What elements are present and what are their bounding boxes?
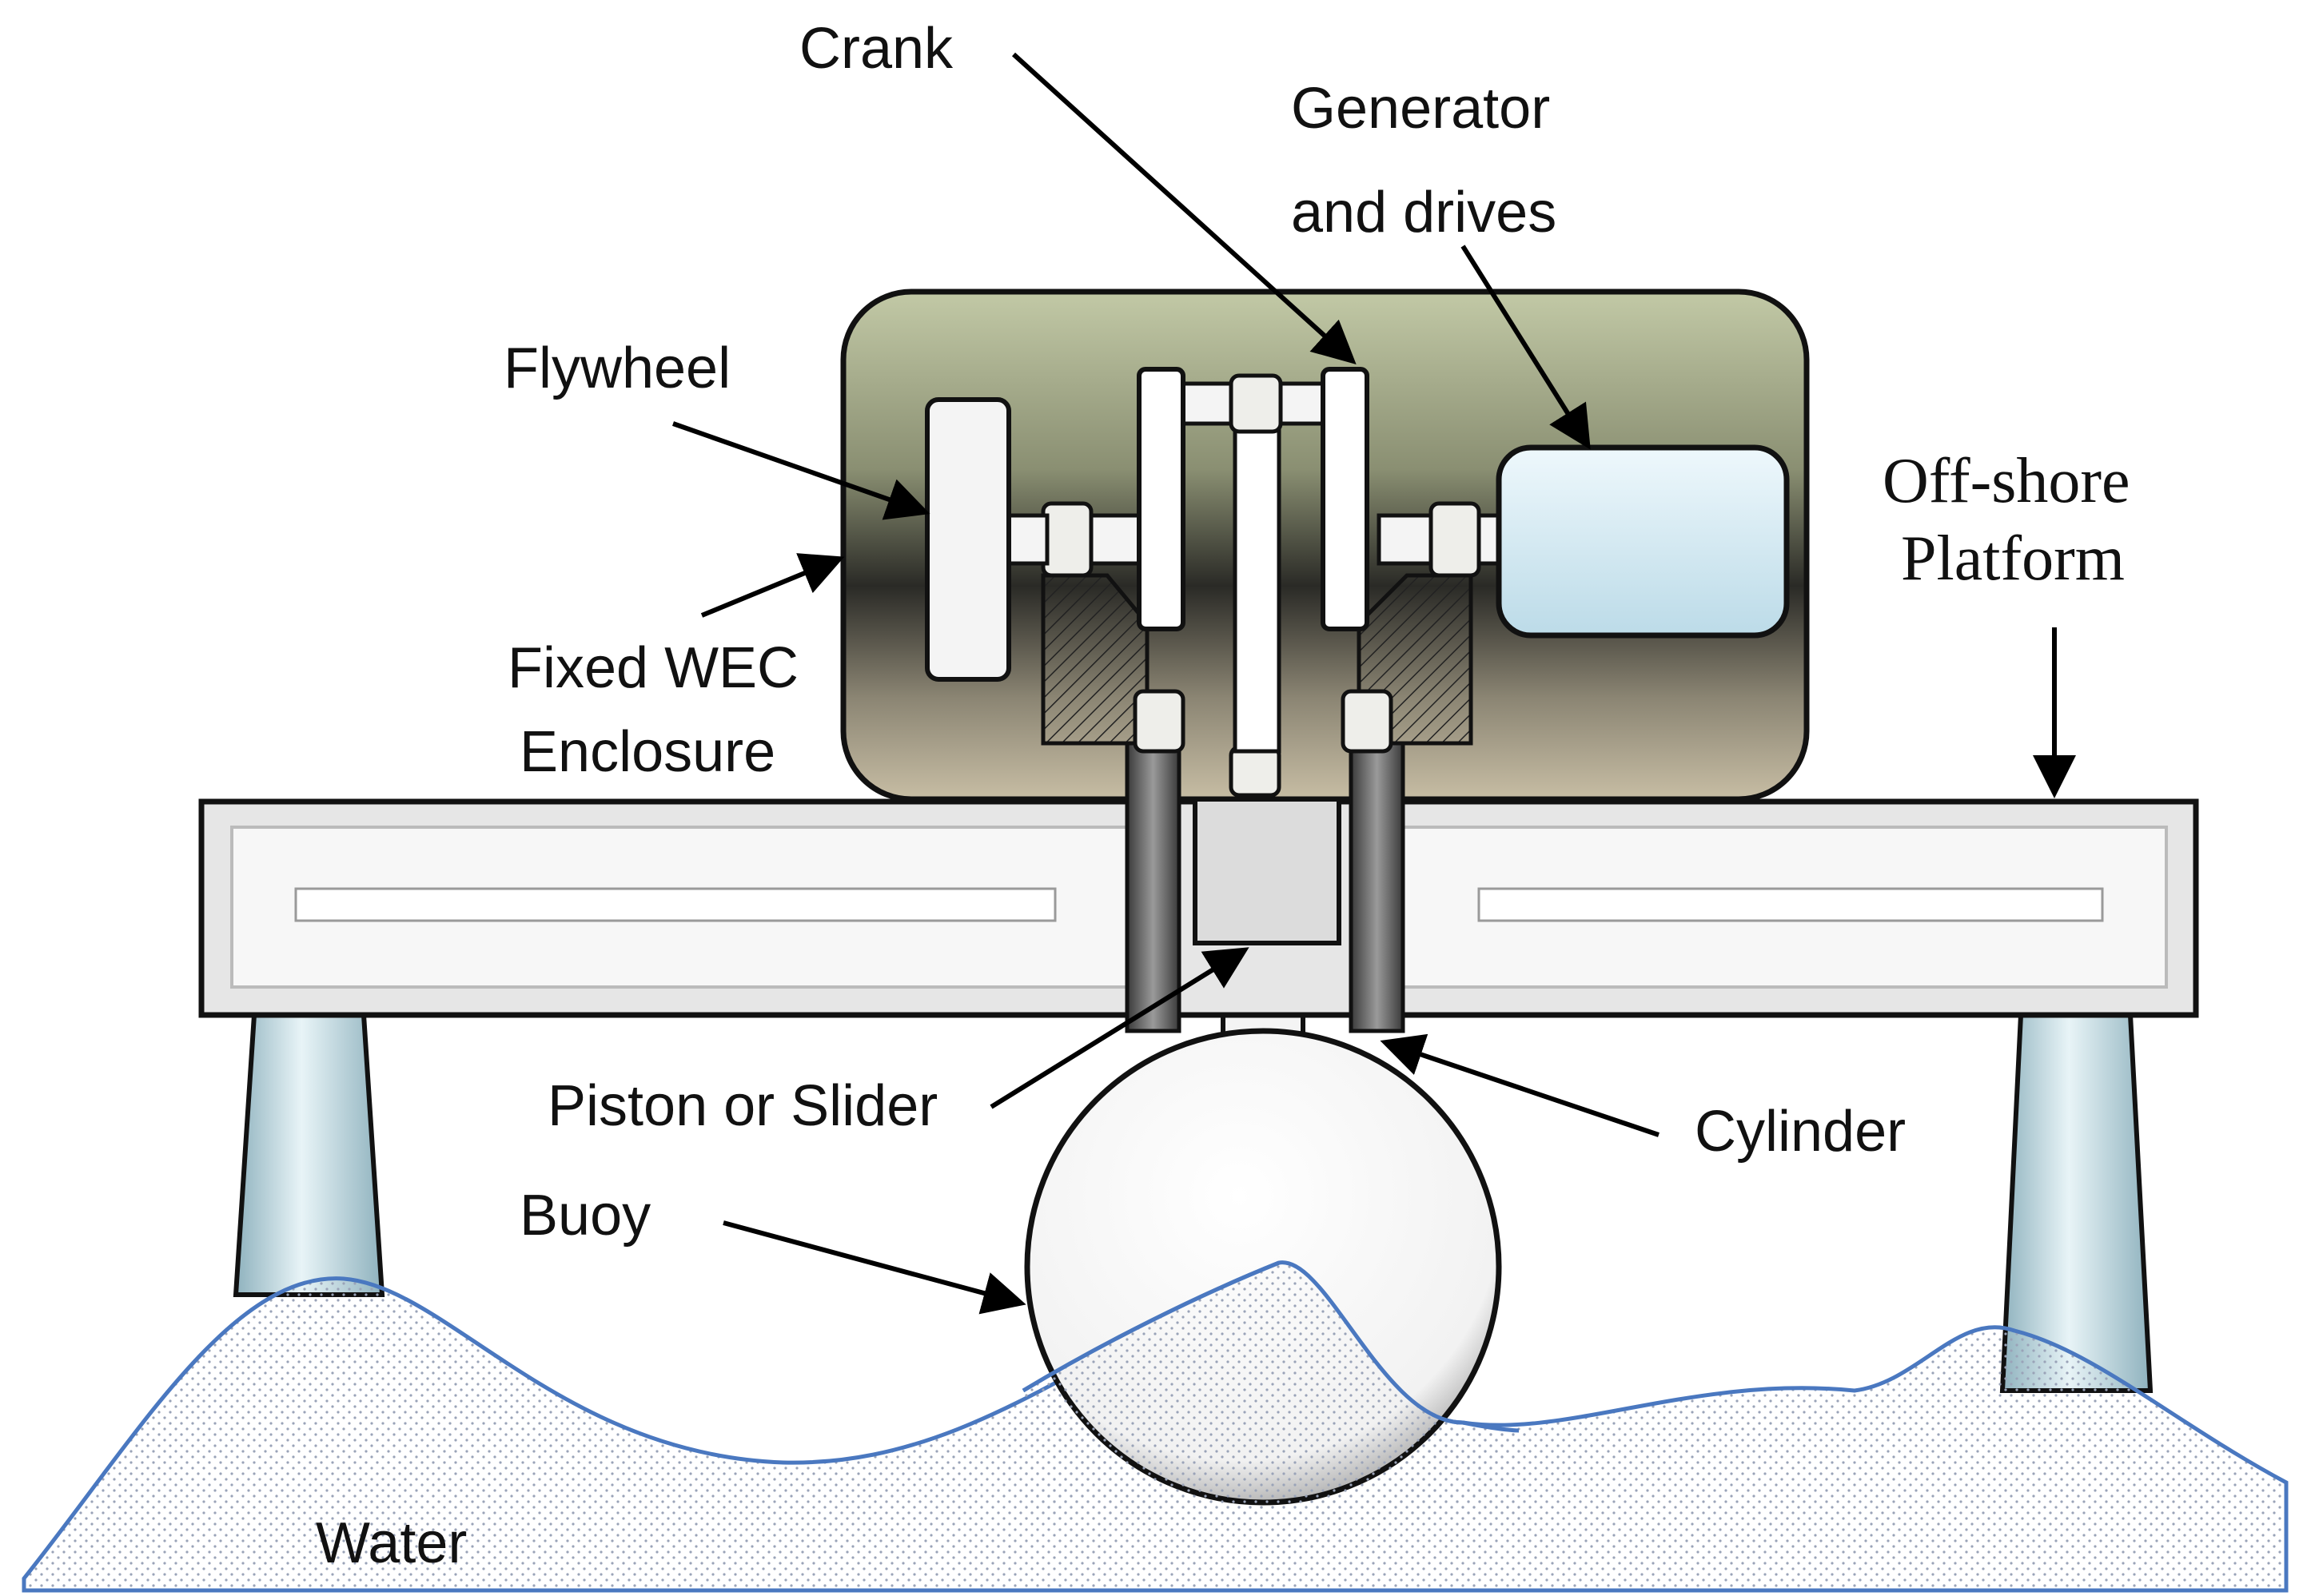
platform-legs [233,1013,2154,1393]
generator [1496,444,1790,639]
generator-label-line2: and drives [1291,181,1556,245]
enclosure-label-line2: Enclosure [520,720,775,784]
enclosure-label-line1: Fixed WEC [508,636,799,700]
connecting-rod [1229,373,1283,754]
platform-deck [198,798,2199,1018]
crank-webs [1137,367,1369,631]
bearing-blocks [1041,501,1481,798]
generator-arrow [1460,245,1591,450]
flywheel [925,397,1011,682]
buoy-arrow [723,1220,1026,1315]
flywheel-arrow [672,421,930,520]
crank-label: Crank [799,17,954,81]
flywheel-label: Flywheel [504,336,731,400]
water-label: Water [316,1511,467,1575]
enclosure-arrow [700,553,845,618]
buoy-label: Buoy [520,1184,651,1248]
cylinder [1125,741,1405,1033]
crank-arrow [1011,52,1357,365]
label-arrows [672,52,2076,1315]
platform-label-line2: Platform [1901,523,2125,594]
platform-label-line1: Off-shore [1883,446,2130,516]
piston-arrow [990,947,1249,1109]
generator-label-line1: Generator [1291,77,1550,141]
piston [1193,797,1341,945]
piston-label: Piston or Slider [548,1074,938,1138]
cylinder-label: Cylinder [1695,1100,1906,1164]
cylinder-arrow [1380,1033,1660,1137]
